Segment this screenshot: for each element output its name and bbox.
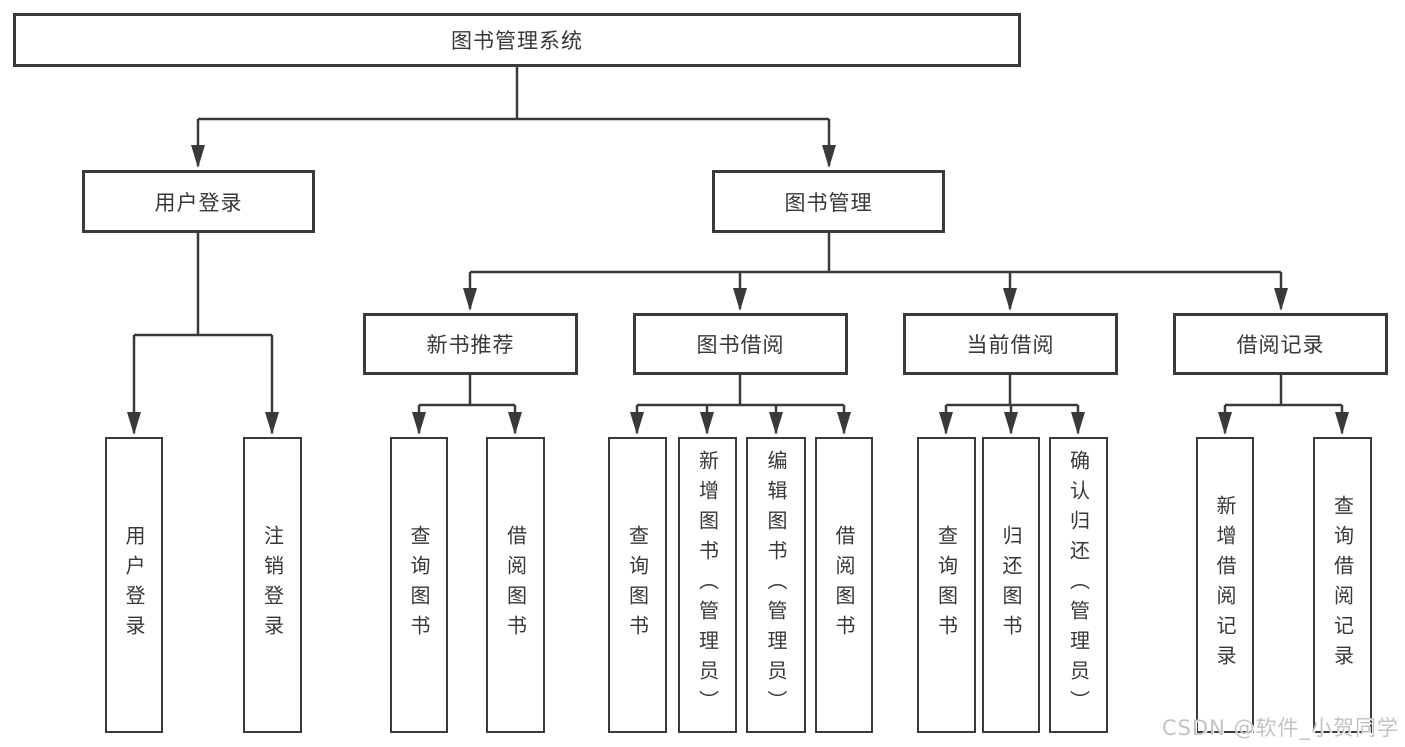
leaf-add-books-admin: 新增图书（管理员） <box>678 437 737 733</box>
connector-current-split <box>946 375 1078 407</box>
leaf-logout-label: 注销登录 <box>260 525 285 645</box>
csdn-watermark: CSDN @软件_小贺同学 <box>1161 716 1399 740</box>
leaf-add-books-admin-label: 新增图书（管理员） <box>695 450 720 720</box>
connector-newbook-split <box>419 375 515 407</box>
node-book-management: 图书管理 <box>712 170 945 233</box>
leaf-query-books-1: 查询图书 <box>390 437 448 733</box>
leaf-confirm-return-admin: 确认归还（管理员） <box>1049 437 1108 733</box>
leaf-logout: 注销登录 <box>243 437 302 733</box>
node-current-borrowing: 当前借阅 <box>903 313 1118 375</box>
node-root-system: 图书管理系统 <box>13 13 1021 67</box>
connector-book-management-split <box>470 233 1281 274</box>
leaf-borrow-books-1-label: 借阅图书 <box>503 525 528 645</box>
node-book-borrowing: 图书借阅 <box>633 313 848 375</box>
leaf-return-books-label: 归还图书 <box>999 525 1023 645</box>
node-borrowing-records: 借阅记录 <box>1173 313 1388 375</box>
leaf-query-borrow-record-label: 查询借阅记录 <box>1330 495 1355 675</box>
leaf-query-books-2-label: 查询图书 <box>625 525 650 645</box>
leaf-edit-books-admin: 编辑图书（管理员） <box>746 437 806 733</box>
node-new-book-recommendation-label: 新书推荐 <box>426 333 515 357</box>
node-user-login-label: 用户登录 <box>154 190 243 215</box>
leaf-query-borrow-record: 查询借阅记录 <box>1313 437 1372 733</box>
connector-borrowing-split <box>637 375 844 407</box>
leaf-borrow-books-1: 借阅图书 <box>486 437 545 733</box>
leaf-add-borrow-record-label: 新增借阅记录 <box>1213 495 1237 675</box>
leaf-confirm-return-admin-label: 确认归还（管理员） <box>1066 450 1091 720</box>
node-borrowing-records-label: 借阅记录 <box>1236 333 1325 357</box>
connector-root-split <box>198 66 829 121</box>
connector-user-login-split <box>134 233 272 337</box>
node-new-book-recommendation: 新书推荐 <box>363 313 578 375</box>
leaf-query-books-3: 查询图书 <box>917 437 976 733</box>
leaf-return-books: 归还图书 <box>982 437 1040 733</box>
node-current-borrowing-label: 当前借阅 <box>966 333 1055 357</box>
node-root-label: 图书管理系统 <box>451 29 583 53</box>
leaf-edit-books-admin-label: 编辑图书（管理员） <box>764 450 788 720</box>
leaf-user-login-label: 用户登录 <box>122 525 146 645</box>
leaf-user-login: 用户登录 <box>105 437 163 733</box>
connector-records-split <box>1225 375 1342 407</box>
leaf-query-books-2: 查询图书 <box>608 437 667 733</box>
leaf-borrow-books-2: 借阅图书 <box>815 437 873 733</box>
node-book-management-label: 图书管理 <box>784 190 873 215</box>
leaf-query-books-3-label: 查询图书 <box>934 525 959 645</box>
leaf-borrow-books-2-label: 借阅图书 <box>832 525 856 645</box>
node-user-login: 用户登录 <box>82 170 315 233</box>
leaf-add-borrow-record: 新增借阅记录 <box>1196 437 1254 733</box>
leaf-query-books-1-label: 查询图书 <box>407 525 431 645</box>
node-book-borrowing-label: 图书借阅 <box>696 333 785 357</box>
